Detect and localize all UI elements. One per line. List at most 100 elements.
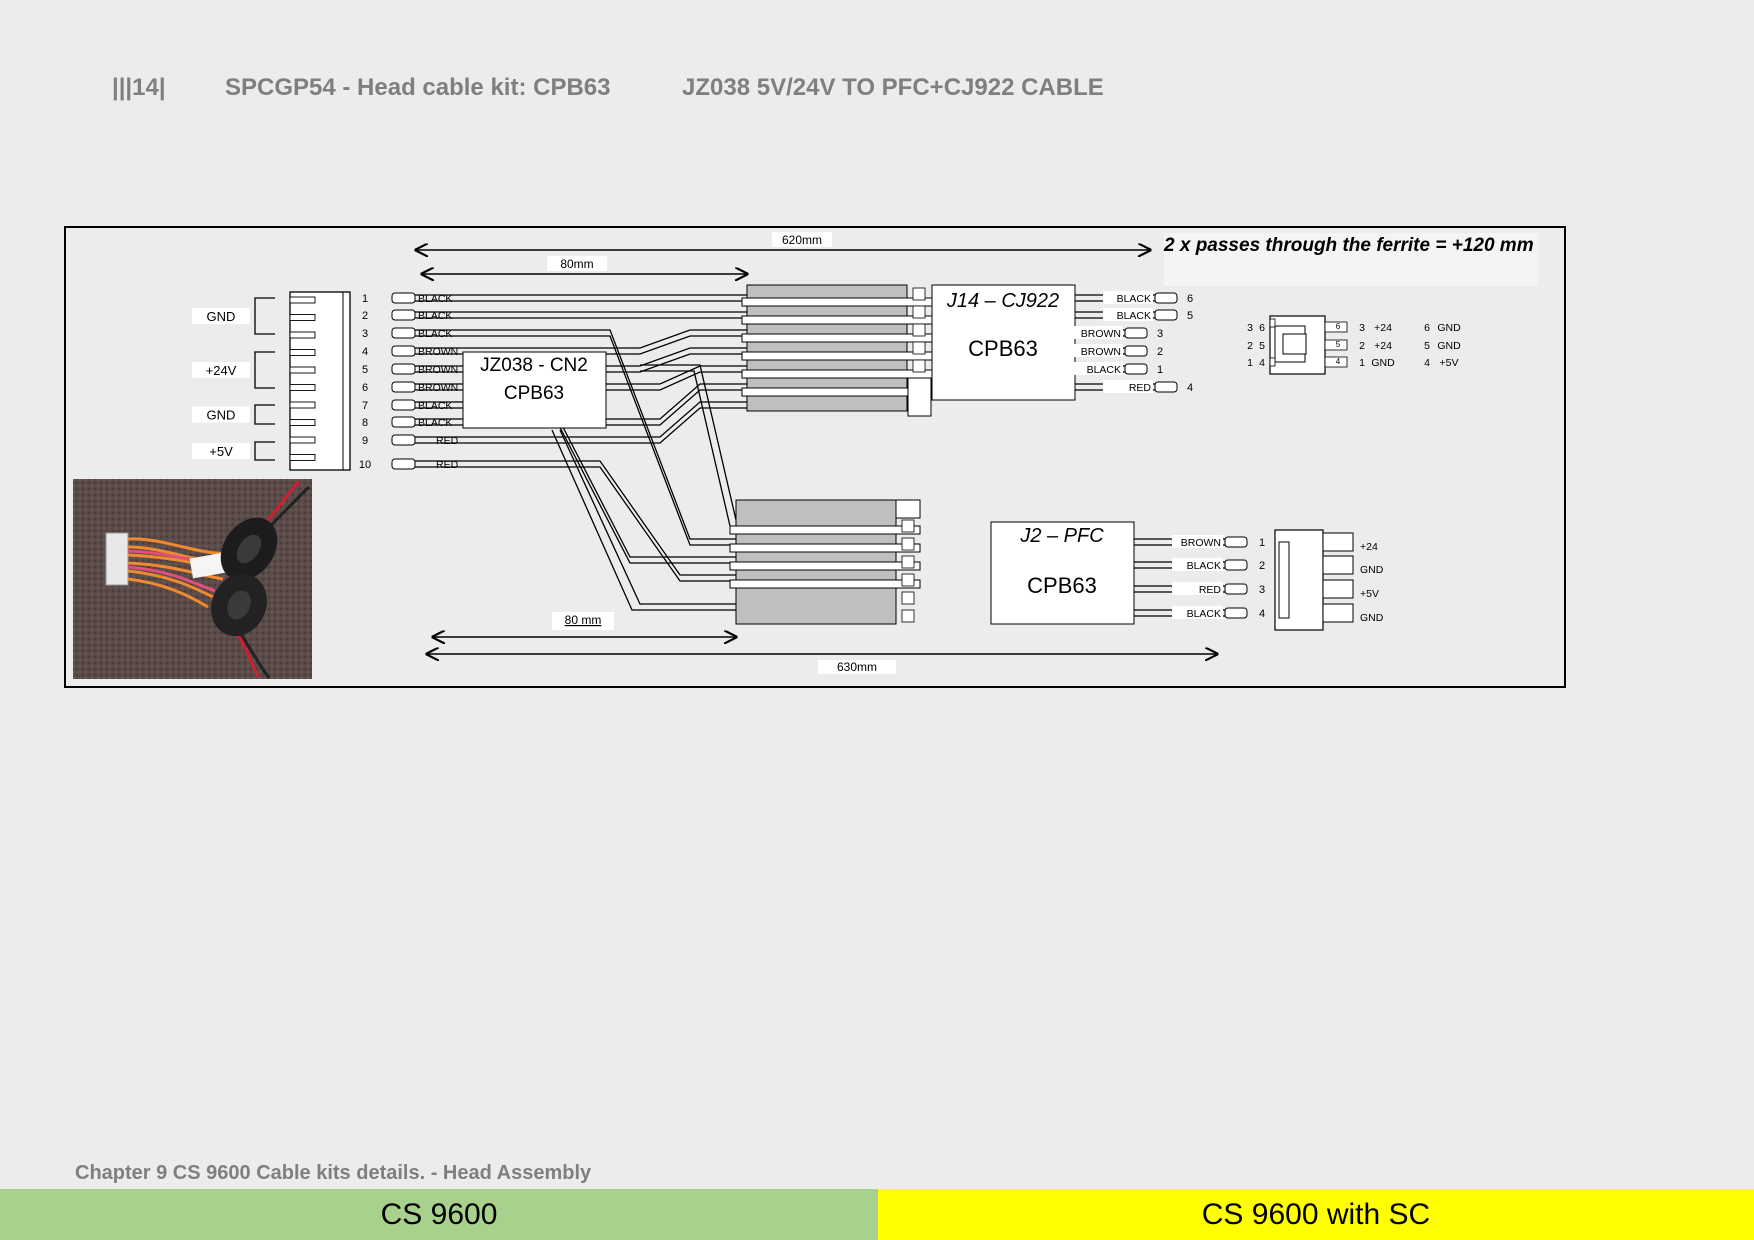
j2-end-slot <box>1322 603 1354 623</box>
source-pin-number: 2 <box>362 310 368 322</box>
group-label: GND <box>207 309 236 324</box>
pinout-signal: GND <box>1437 322 1461 334</box>
wire <box>415 329 736 546</box>
pinout-tab <box>1324 356 1348 368</box>
wire-end-cap <box>1154 309 1178 321</box>
wire-end-cap <box>391 345 416 357</box>
pinout-signal: GND <box>1437 340 1461 352</box>
wire-color-label: BLACK <box>418 400 452 412</box>
connector-pin-slot <box>912 305 926 319</box>
j14-pin-number: 2 <box>1157 346 1163 358</box>
wire <box>415 460 736 582</box>
connector-slot <box>289 401 316 409</box>
source-pin-number: 3 <box>362 328 368 340</box>
j2-wire-color: BLACK <box>1187 560 1221 572</box>
j2-end-slot <box>1322 532 1354 552</box>
j14-wire-color: BLACK <box>1117 310 1151 322</box>
connector-band <box>741 387 933 397</box>
j14-pin-number: 1 <box>1157 364 1163 376</box>
j2-pin-number: 4 <box>1259 608 1265 620</box>
group-label: GND <box>207 408 236 423</box>
wire <box>415 294 747 302</box>
dimension-label-box <box>547 256 607 271</box>
pinout-pin-number: 4 <box>1259 357 1265 369</box>
connector-band <box>729 543 921 553</box>
connector-slot <box>289 454 316 461</box>
j2-end-slot <box>1322 579 1354 599</box>
j2-latch <box>895 499 921 519</box>
j2-connector-bands <box>729 519 921 623</box>
j14-label: J14 – CJ922 <box>946 290 1059 312</box>
jz038-model: CPB63 <box>504 383 564 404</box>
j2-signal: +24 <box>1360 541 1378 553</box>
variant-tab-cs9600: CS 9600 <box>0 1189 878 1240</box>
j14-wire-color: BROWN <box>1081 346 1121 358</box>
pinout-signal: +24 <box>1374 322 1392 334</box>
connector-pin-slot <box>901 591 915 605</box>
wire-end-cap <box>391 292 416 304</box>
connector-slot <box>289 349 316 356</box>
wire-color-label: BLACK <box>418 417 452 429</box>
wire-end-cap <box>391 363 416 375</box>
wire-label-box <box>1073 344 1123 357</box>
kit-title: SPCGP54 - Head cable kit: CPB63 <box>225 74 611 101</box>
source-pin-number: 7 <box>362 400 368 412</box>
pinout-pin-number: 1 <box>1247 357 1253 369</box>
wire-color-label: BROWN <box>418 382 458 394</box>
pinout-pin-number: 6 <box>1424 322 1430 334</box>
wire-color-label: RED <box>436 459 459 471</box>
connector-pin-slot <box>901 519 915 533</box>
source-pin-number: 9 <box>362 435 368 447</box>
wire-end-cap <box>391 399 416 411</box>
j2-signal: +5V <box>1360 588 1379 600</box>
jz038-label: JZ038 - CN2 <box>480 355 588 376</box>
wire-end-cap <box>391 309 416 321</box>
cable-photo <box>73 479 312 679</box>
wire <box>640 364 737 527</box>
wire-label-box <box>1172 582 1223 595</box>
j2-wire-color: BROWN <box>1181 537 1221 549</box>
dimension-top-total: 620mm <box>782 233 822 247</box>
connector-band <box>741 297 933 307</box>
pinout-pin-number: 3 <box>1359 322 1365 334</box>
dimension-label-box <box>818 660 896 674</box>
variant-tab-cs9600-sc: CS 9600 with SC <box>878 1189 1754 1240</box>
j14-pin-number: 3 <box>1157 328 1163 340</box>
group-label-box <box>192 406 250 423</box>
ferrite-note-box <box>1164 233 1538 286</box>
wire-end-cap <box>1224 583 1248 595</box>
wire-end-cap <box>1224 536 1248 548</box>
group-bracket <box>254 441 275 461</box>
dimension-label-box <box>552 612 614 630</box>
j2-signal: GND <box>1360 612 1384 624</box>
pinout-tab-number: 6 <box>1336 322 1341 331</box>
j2-label-box <box>990 521 1135 625</box>
j14-pin-number: 5 <box>1187 310 1193 322</box>
pinout-pin-number: 4 <box>1424 357 1430 369</box>
source-pin-number: 1 <box>362 293 368 305</box>
j14-pin-number: 4 <box>1187 382 1193 394</box>
wire-end-cap <box>1124 327 1148 339</box>
connector-band <box>729 579 921 589</box>
wire-end-cap <box>391 416 416 428</box>
j14-model: CPB63 <box>968 336 1038 361</box>
wire-end-cap <box>1154 381 1178 393</box>
connector-pin-slot <box>912 359 926 373</box>
ferrite-note: 2 x passes through the ferrite = +120 mm <box>1163 235 1534 256</box>
wire-label-box <box>1172 558 1223 571</box>
source-connector-housing <box>289 291 351 471</box>
dimension-bottom-total: 630mm <box>837 660 877 674</box>
wire-end-cap <box>1124 345 1148 357</box>
wire-label-box <box>1073 326 1123 339</box>
connector-slot <box>289 419 316 426</box>
pinout-pin-number: 5 <box>1259 340 1265 352</box>
wire-end-cap <box>1154 292 1178 304</box>
group-bracket <box>254 404 275 425</box>
j2-wire-color: RED <box>1199 584 1222 596</box>
wire-color-labels: BLACKBLACKBLACKBROWNBROWNBROWNBLACKBLACK… <box>418 293 459 471</box>
pinout-pin-number: 3 <box>1247 322 1253 334</box>
wire <box>415 401 747 444</box>
j2-signal: GND <box>1360 564 1384 576</box>
